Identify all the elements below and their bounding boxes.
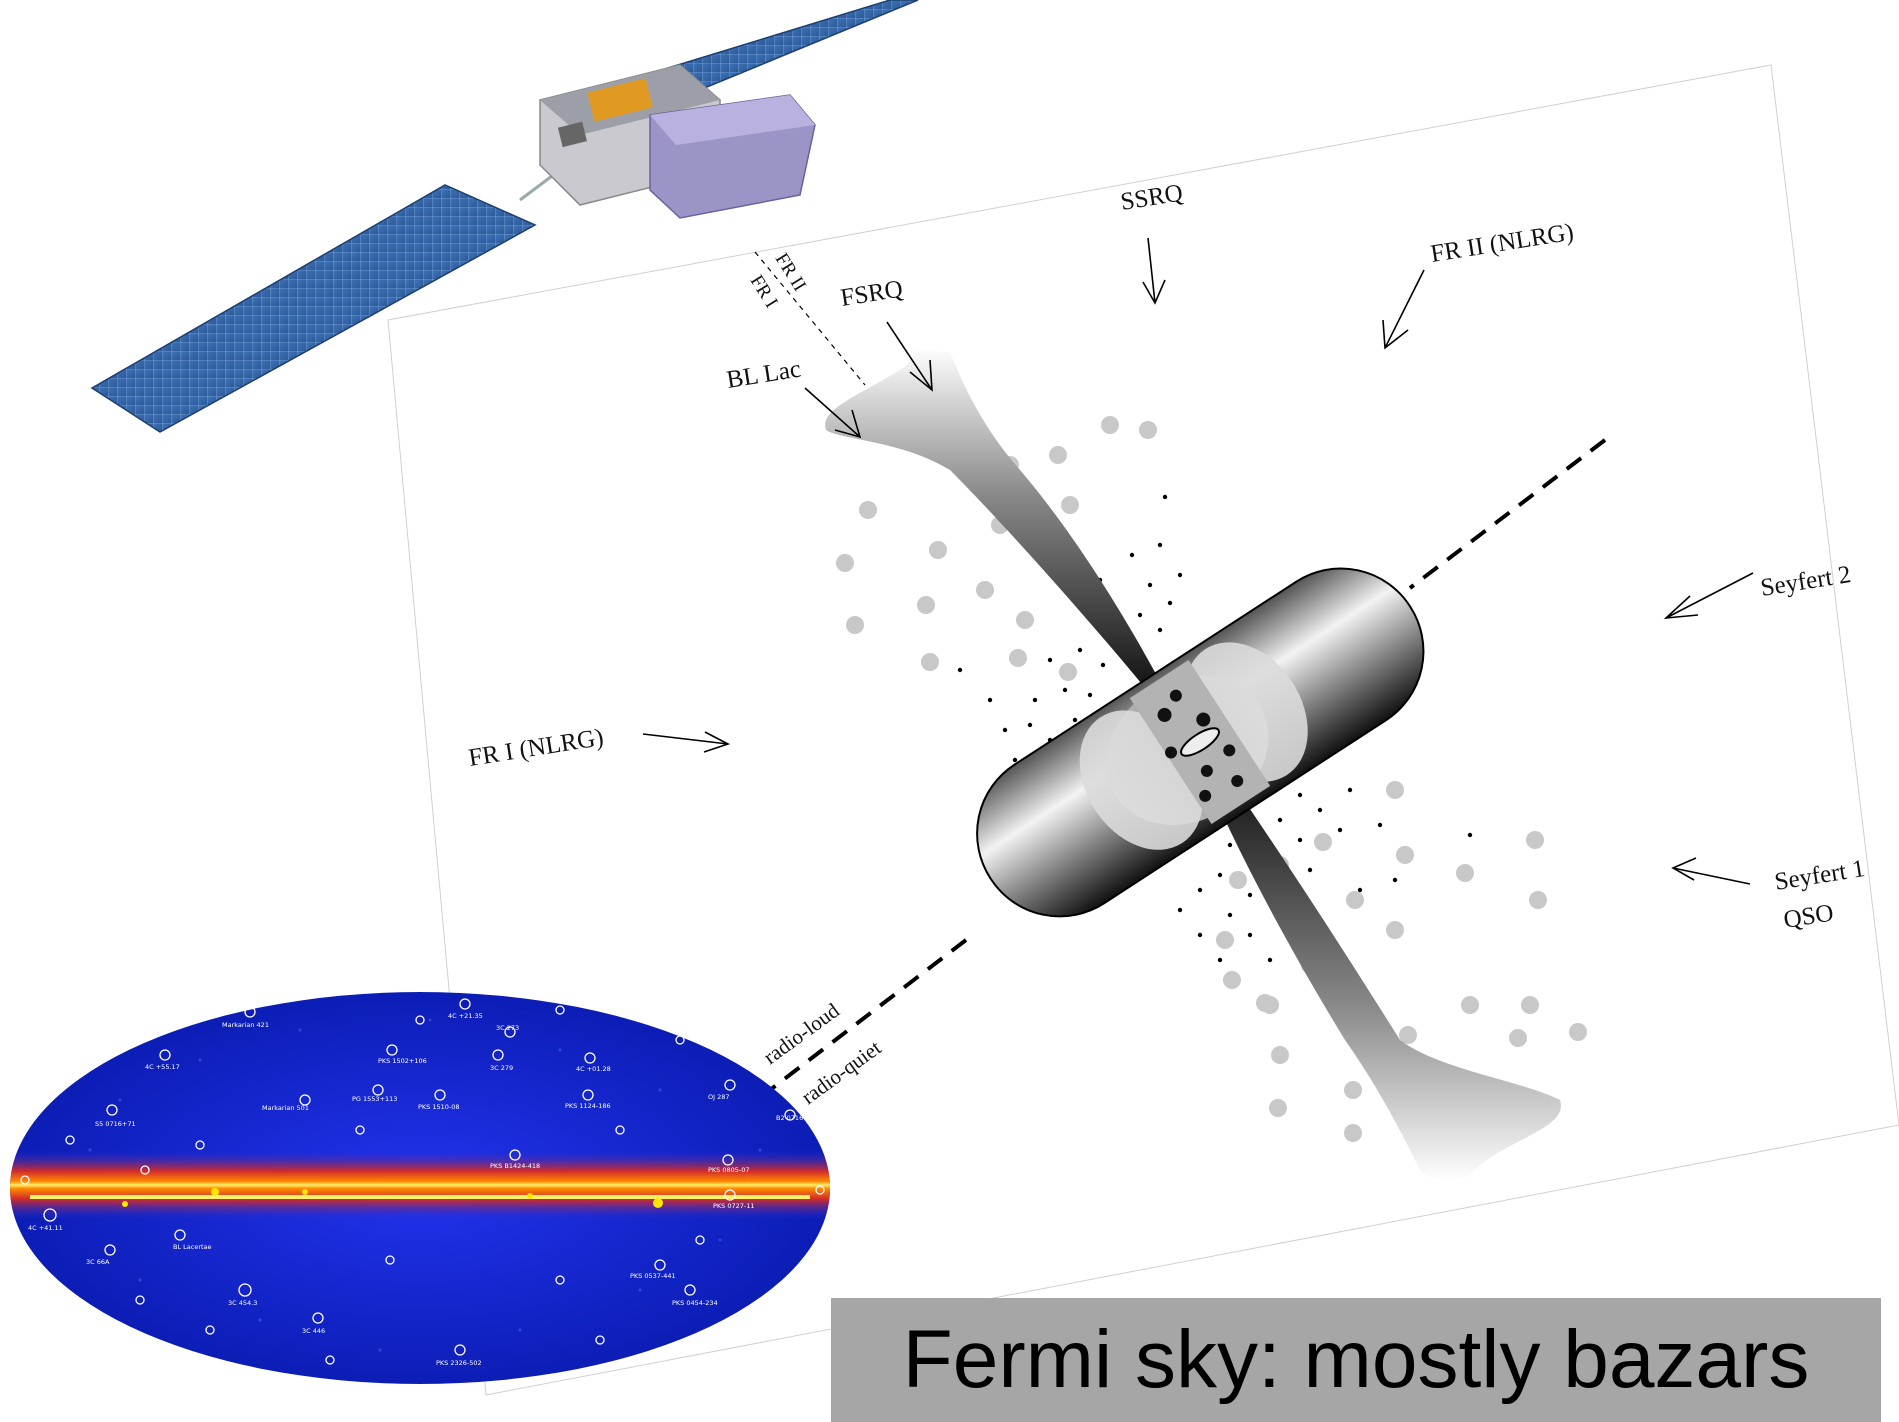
sky-label: PKS 2326-502 xyxy=(436,1359,482,1367)
upper-jet xyxy=(825,347,1180,720)
sky-label: 3C 454.3 xyxy=(228,1299,257,1307)
sky-label: PKS 0805-07 xyxy=(708,1166,750,1174)
plane-hotspots xyxy=(122,1188,663,1208)
sky-label: OJ 287 xyxy=(708,1093,730,1101)
sky-label: 3C 66A xyxy=(86,1258,110,1266)
viewing-arrows xyxy=(642,237,1754,885)
sky-label: 3C 446 xyxy=(302,1327,325,1335)
sky-label: 4C +01.28 xyxy=(576,1065,611,1073)
sky-label: PKS 0537-441 xyxy=(630,1272,676,1280)
caption-text: Fermi sky: mostly bazars xyxy=(902,1314,1810,1405)
sky-label: 3C 279 xyxy=(490,1064,513,1072)
lat-instrument xyxy=(649,94,816,219)
source-markers xyxy=(20,998,825,1365)
galactic-plane-glow xyxy=(10,1150,830,1220)
sky-label: PKS 1124-186 xyxy=(565,1102,611,1110)
sky-label: 3C 273 xyxy=(496,1024,519,1032)
sky-label: 4C +21.35 xyxy=(448,1012,483,1020)
solar-panel-lower xyxy=(90,184,537,433)
fermi-sky-map: Markarian 421 4C +21.35 3C 273 4C +55.17… xyxy=(10,992,830,1384)
sky-label: S5 0716+71 xyxy=(95,1120,136,1128)
sky-label: Markarian 501 xyxy=(262,1104,309,1112)
sky-label: 4C +55.17 xyxy=(145,1063,180,1071)
sky-label: PKS 0727-11 xyxy=(713,1202,755,1210)
sky-label: Markarian 421 xyxy=(222,1021,269,1029)
lower-jet xyxy=(1190,740,1561,1181)
sky-label: PG 1553+113 xyxy=(352,1095,397,1103)
source-labels: Markarian 421 4C +21.35 3C 273 4C +55.17… xyxy=(28,1012,803,1367)
sky-label: PKS 1502+106 xyxy=(378,1057,427,1065)
sky-label: PKS 1510-08 xyxy=(418,1103,460,1111)
solar-panel-upper xyxy=(666,0,919,95)
sky-label: 4C +41.11 xyxy=(28,1224,63,1232)
galactic-plane-core xyxy=(30,1195,810,1199)
dusty-torus xyxy=(976,567,1425,918)
radio-divider-dashed xyxy=(754,251,866,386)
agn-unification-diagram: SSRQ FR II (NLRG) FSRQ FR II FR I BL Lac… xyxy=(387,64,1899,1396)
axis-dashed-line xyxy=(1408,438,1607,590)
sky-label: BL Lacertae xyxy=(173,1243,212,1251)
caption-banner: Fermi sky: mostly bazars xyxy=(831,1298,1881,1422)
sky-label: PKS 0454-234 xyxy=(672,1299,718,1307)
sky-label: PKS B1424-418 xyxy=(490,1162,540,1170)
sky-label: B2 0716 xyxy=(776,1114,803,1122)
axis-dashed-line-lower xyxy=(768,938,968,1092)
fermi-satellite-illustration xyxy=(90,0,919,433)
